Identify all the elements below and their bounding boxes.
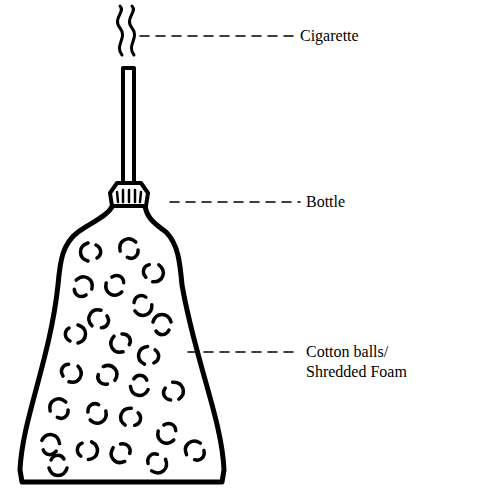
part-label: Cigarette	[300, 26, 450, 46]
cotton-ball	[153, 315, 171, 335]
part-label: Bottle	[306, 192, 456, 212]
cotton-ball	[144, 450, 171, 477]
cotton-ball	[58, 360, 84, 386]
cotton-ball	[131, 293, 155, 318]
cotton-ball	[65, 325, 85, 343]
leader-line	[140, 35, 294, 37]
cotton-ball	[70, 274, 96, 300]
cotton-ball	[129, 374, 150, 397]
cotton-ball	[141, 261, 166, 285]
cotton-ball	[81, 243, 101, 261]
leader-line	[188, 351, 300, 353]
cotton-ball	[107, 440, 134, 467]
cotton-ball	[46, 396, 72, 422]
cotton-ball	[76, 440, 99, 461]
cotton-ball	[102, 272, 128, 298]
cotton-texture	[40, 236, 209, 477]
cotton-ball	[108, 330, 134, 356]
smoke-line	[129, 6, 134, 55]
bottle-cap	[110, 183, 148, 206]
cotton-ball	[94, 362, 121, 389]
bottle-outline	[20, 205, 224, 482]
cotton-ball	[137, 345, 160, 366]
cigarette	[123, 68, 134, 184]
cotton-ball	[49, 455, 67, 475]
smoke-line	[117, 6, 122, 55]
cotton-ball	[116, 236, 142, 262]
cotton-ball	[182, 437, 209, 464]
cotton-ball	[84, 400, 110, 426]
cap-ridges	[117, 190, 141, 202]
leader-line	[170, 201, 300, 203]
cotton-ball	[161, 380, 186, 404]
cotton-ball	[118, 406, 143, 430]
cotton-ball	[40, 433, 61, 456]
part-label: Cotton balls/ Shredded Foam	[306, 342, 424, 382]
cotton-ball	[86, 306, 112, 332]
cotton-ball	[154, 420, 180, 446]
